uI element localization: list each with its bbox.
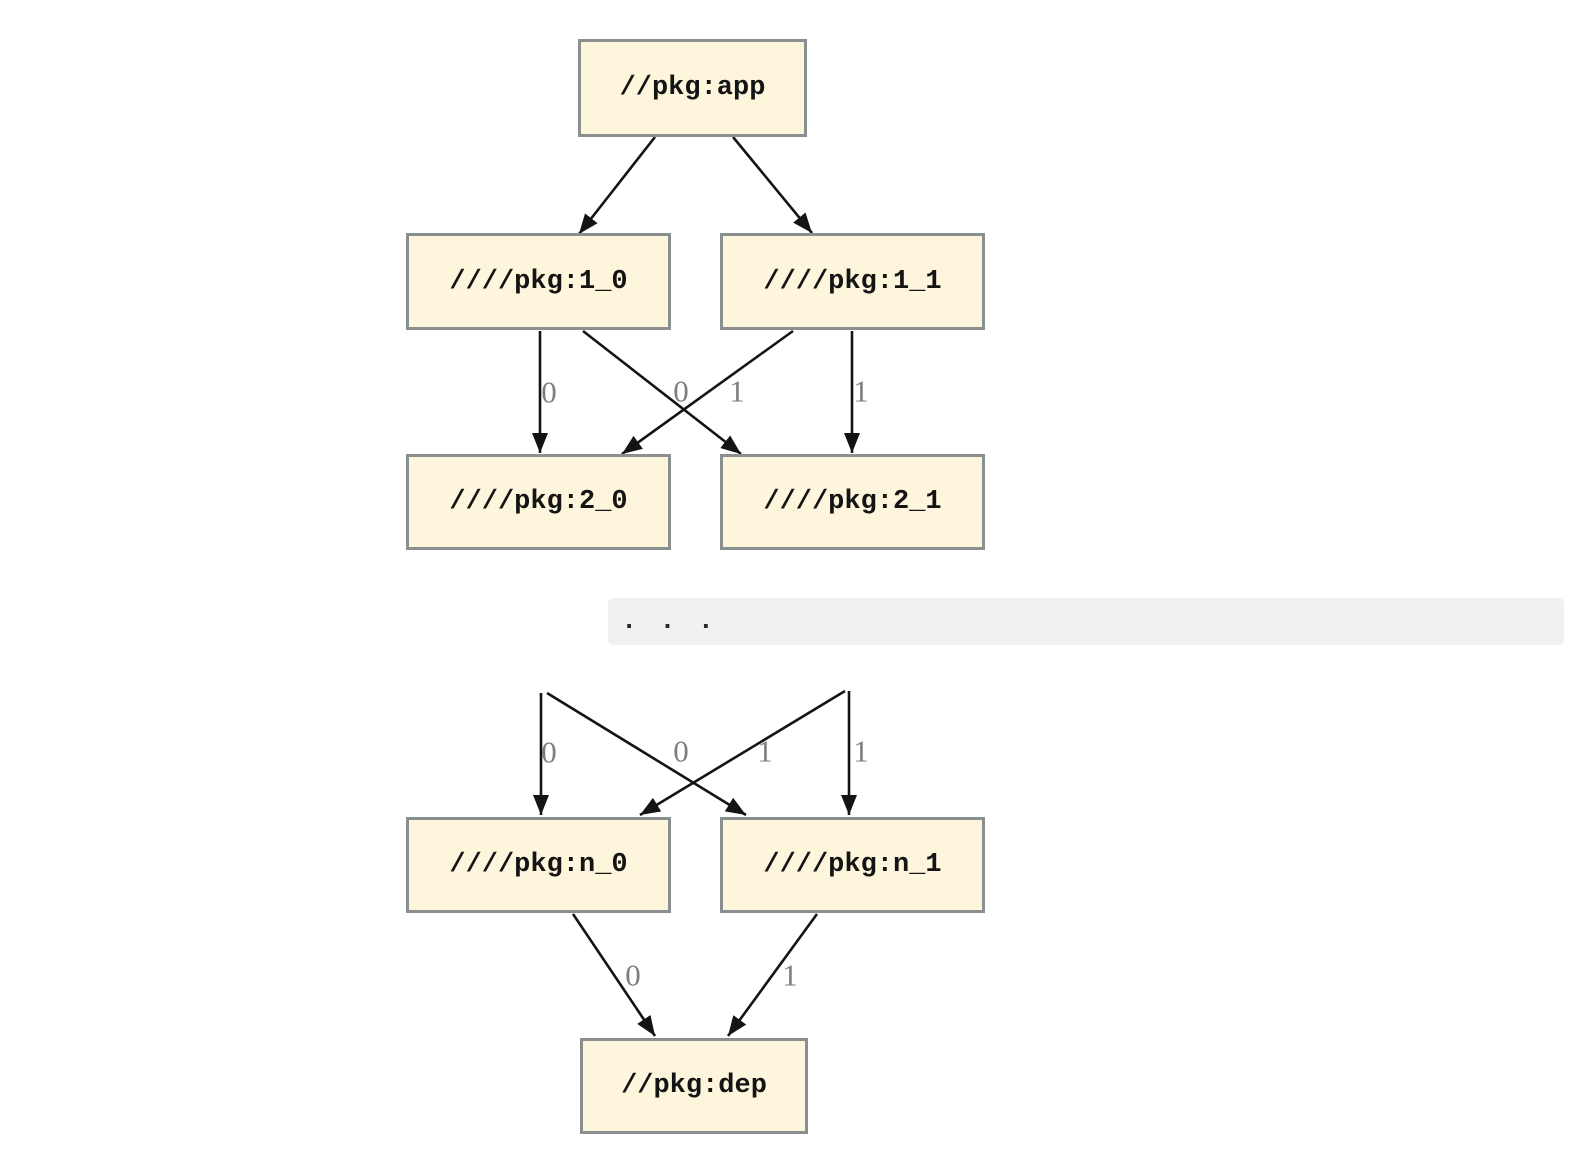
edge-label-1_1-2_1: 1	[853, 373, 869, 409]
node-pkg-n_1: ////pkg:n_1	[720, 817, 985, 913]
node-pkg-2_1: ////pkg:2_1	[720, 454, 985, 550]
edge-trunc2-to-n_0	[639, 689, 846, 817]
node-pkg-dep: //pkg:dep	[580, 1038, 808, 1134]
edge-trunc-to-n_1	[546, 691, 747, 817]
node-pkg-1_0: ////pkg:1_0	[406, 233, 671, 330]
edge-label-trunc2-n_1: 1	[853, 733, 869, 769]
edge-label-trunc2-n_0: 1	[757, 733, 773, 769]
edge-label-n_1-dep: 1	[782, 957, 798, 993]
node-pkg-1_1: ////pkg:1_1	[720, 233, 985, 330]
edge-app-to-1_1	[731, 136, 814, 234]
ellipsis-text: . . .	[621, 606, 718, 637]
node-pkg-2_0: ////pkg:2_0	[406, 454, 671, 550]
node-pkg-n_0: ////pkg:n_0	[406, 817, 671, 913]
truncation-bar: . . .	[608, 598, 1564, 645]
edge-label-1_0-2_1: 0	[673, 373, 689, 409]
edge-n_1-to-dep	[726, 913, 819, 1037]
edge-label-trunc-n_1: 0	[673, 733, 689, 769]
edge-1_1-to-2_0	[621, 329, 794, 456]
edge-label-1_0-2_0: 0	[541, 374, 557, 410]
node-pkg-app: //pkg:app	[578, 39, 807, 137]
edge-label-trunc-n_0: 0	[541, 734, 557, 770]
edge-label-n_0-dep: 0	[625, 957, 641, 993]
edge-1_0-to-2_1	[582, 329, 742, 456]
edge-app-to-1_0	[577, 136, 657, 235]
edge-label-1_1-2_0: 1	[729, 373, 745, 409]
edge-n_0-to-dep	[571, 913, 657, 1037]
